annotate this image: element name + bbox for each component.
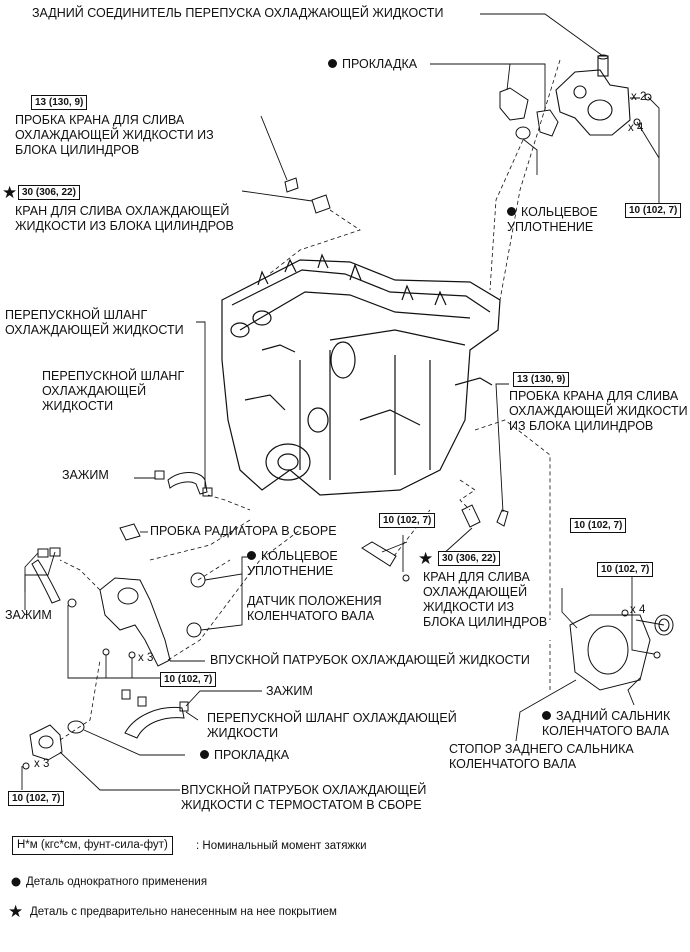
torque-box-top-right: 10 (102, 7) bbox=[625, 203, 682, 218]
label-clamp-3: ЗАЖИМ bbox=[266, 684, 313, 698]
star-icon-left: ★ bbox=[2, 183, 18, 202]
label-water-inlet: ВПУСКНОЙ ПАТРУБОК ОХЛАЖДАЮЩЕЙ ЖИДКОСТИ bbox=[210, 653, 530, 667]
label-rear-oil-seal: ЗАДНИЙ САЛЬНИК КОЛЕНЧАТОГО ВАЛА bbox=[542, 709, 671, 738]
legend-torque-desc: : Номинальный момент затяжки bbox=[196, 840, 367, 852]
label-drain-cock-left: КРАН ДЛЯ СЛИВА ОХЛАЖДАЮЩЕЙ ЖИДКОСТИ ИЗ Б… bbox=[15, 204, 234, 233]
drain-cock-right bbox=[461, 504, 481, 528]
bypass-hose-2 bbox=[31, 559, 61, 604]
non-reusable-icon bbox=[247, 551, 256, 560]
thermostat-inlet bbox=[29, 724, 63, 761]
legend-non-reusable: Деталь однократного применения bbox=[26, 876, 208, 888]
torque-box-drain-cock-right: 30 (306, 22) bbox=[438, 551, 500, 566]
radiator-cap bbox=[119, 523, 141, 541]
label-gasket-top: ПРОКЛАДКА bbox=[328, 57, 417, 72]
label-oil-seal-retainer: СТОПОР ЗАДНЕГО САЛЬНИКА КОЛЕНЧАТОГО ВАЛА bbox=[449, 742, 634, 771]
label-bypass-hose-1: ПЕРЕПУСКНОЙ ШЛАНГ ОХЛАЖДАЮЩЕЙ ЖИДКОСТИ bbox=[5, 308, 184, 337]
rear-crankshaft-oil-seal bbox=[654, 614, 674, 636]
label-clamp-1: ЗАЖИМ bbox=[62, 468, 109, 482]
label-clamp-2: ЗАЖИМ bbox=[5, 608, 52, 622]
torque-box-bottom: 10 (102, 7) bbox=[8, 791, 65, 806]
multiplier-x3-inlet: x 3 bbox=[138, 652, 154, 664]
bypass-hose-1 bbox=[167, 472, 208, 495]
torque-box-retainer: 10 (102, 7) bbox=[570, 518, 627, 533]
gasket-top-right bbox=[536, 109, 559, 137]
label-drain-plug-right: ПРОБКА КРАНА ДЛЯ СЛИВА ОХЛАЖДАЮЩЕЙ ЖИДКО… bbox=[509, 389, 688, 433]
drain-plug-left bbox=[284, 177, 299, 193]
torque-box-drain-plug-left: 13 (130, 9) bbox=[31, 95, 88, 110]
label-rear-bypass-joint: ЗАДНИЙ СОЕДИНИТЕЛЬ ПЕРЕПУСКА ОХЛАДЖАЮЩЕЙ… bbox=[32, 6, 444, 20]
label-bypass-hose-3: ПЕРЕПУСКНОЙ ШЛАНГ ОХЛАЖДАЮЩЕЙ ЖИДКОСТИ bbox=[207, 711, 457, 740]
multiplier-x4-retainer: x 4 bbox=[630, 604, 646, 616]
clamp-3-c bbox=[179, 701, 189, 712]
crank-position-sensor bbox=[361, 541, 397, 567]
oil-seal-retainer bbox=[569, 614, 651, 691]
non-reusable-icon bbox=[200, 750, 209, 759]
rear-bypass-joint-illustration bbox=[555, 54, 652, 136]
non-reusable-icon bbox=[542, 711, 551, 720]
legend-precoated: Деталь с предварительно нанесенным на не… bbox=[30, 906, 337, 918]
label-drain-plug-left: ПРОБКА КРАНА ДЛЯ СЛИВА ОХЛАЖДАЮЩЕЙ ЖИДКО… bbox=[15, 113, 214, 157]
torque-box-drain-cock-left: 30 (306, 22) bbox=[18, 185, 80, 200]
label-gasket-bottom: ПРОКЛАДКА bbox=[200, 748, 289, 763]
label-drain-cock-right: КРАН ДЛЯ СЛИВА ОХЛАЖДАЮЩЕЙ ЖИДКОСТИ ИЗ Б… bbox=[423, 570, 548, 629]
water-inlet-housing bbox=[99, 577, 171, 667]
label-bypass-hose-2: ПЕРЕПУСКНОЙ ШЛАНГ ОХЛАЖДАЮЩЕЙ ЖИДКОСТИ bbox=[42, 369, 185, 413]
drain-cock-left bbox=[311, 194, 331, 214]
label-o-ring-top: КОЛЬЦЕВОЕ УПЛОТНЕНИЕ bbox=[507, 205, 598, 234]
torque-box-oil-seal: 10 (102, 7) bbox=[597, 562, 654, 577]
label-crank-sensor: ДАТЧИК ПОЛОЖЕНИЯ КОЛЕНЧАТОГО ВАЛА bbox=[247, 594, 382, 623]
label-o-ring-mid: КОЛЬЦЕВОЕ УПЛОТНЕНИЕ bbox=[247, 549, 338, 578]
gasket-top-left bbox=[499, 87, 529, 121]
torque-box-drain-plug-right: 13 (130, 9) bbox=[513, 372, 570, 387]
multiplier-x3-bottom: x 3 bbox=[34, 758, 50, 770]
torque-box-crank-sensor: 10 (102, 7) bbox=[379, 513, 436, 528]
label-radiator-cap: ПРОБКА РАДИАТОРА В СБОРЕ bbox=[150, 524, 337, 538]
torque-box-water-inlet: 10 (102, 7) bbox=[160, 672, 217, 687]
non-reusable-icon bbox=[507, 207, 516, 216]
clamp-3-b bbox=[137, 696, 147, 707]
non-reusable-icon bbox=[328, 59, 337, 68]
drain-plug-right bbox=[496, 509, 509, 527]
o-ring-top bbox=[515, 126, 531, 140]
legend-star-icon: ★ bbox=[8, 902, 24, 921]
engine-block-illustration bbox=[221, 253, 501, 496]
legend-torque-box: Н*м (кгс*см, фунт-сила-фут) bbox=[12, 836, 173, 855]
star-icon-right: ★ bbox=[418, 549, 434, 568]
label-thermostat-inlet: ВПУСКНОЙ ПАТРУБОК ОХЛАЖДАЮЩЕЙ ЖИДКОСТИ С… bbox=[181, 783, 427, 812]
multiplier-x4-top: x 4 bbox=[628, 122, 644, 134]
multiplier-x2-top: x 2 bbox=[631, 91, 647, 103]
o-ring-mid-2 bbox=[186, 622, 202, 638]
gasket-bottom bbox=[67, 720, 85, 734]
legend-bullet-icon bbox=[11, 877, 21, 887]
clamp-3-a bbox=[121, 689, 131, 700]
bypass-hose-3 bbox=[124, 706, 185, 739]
